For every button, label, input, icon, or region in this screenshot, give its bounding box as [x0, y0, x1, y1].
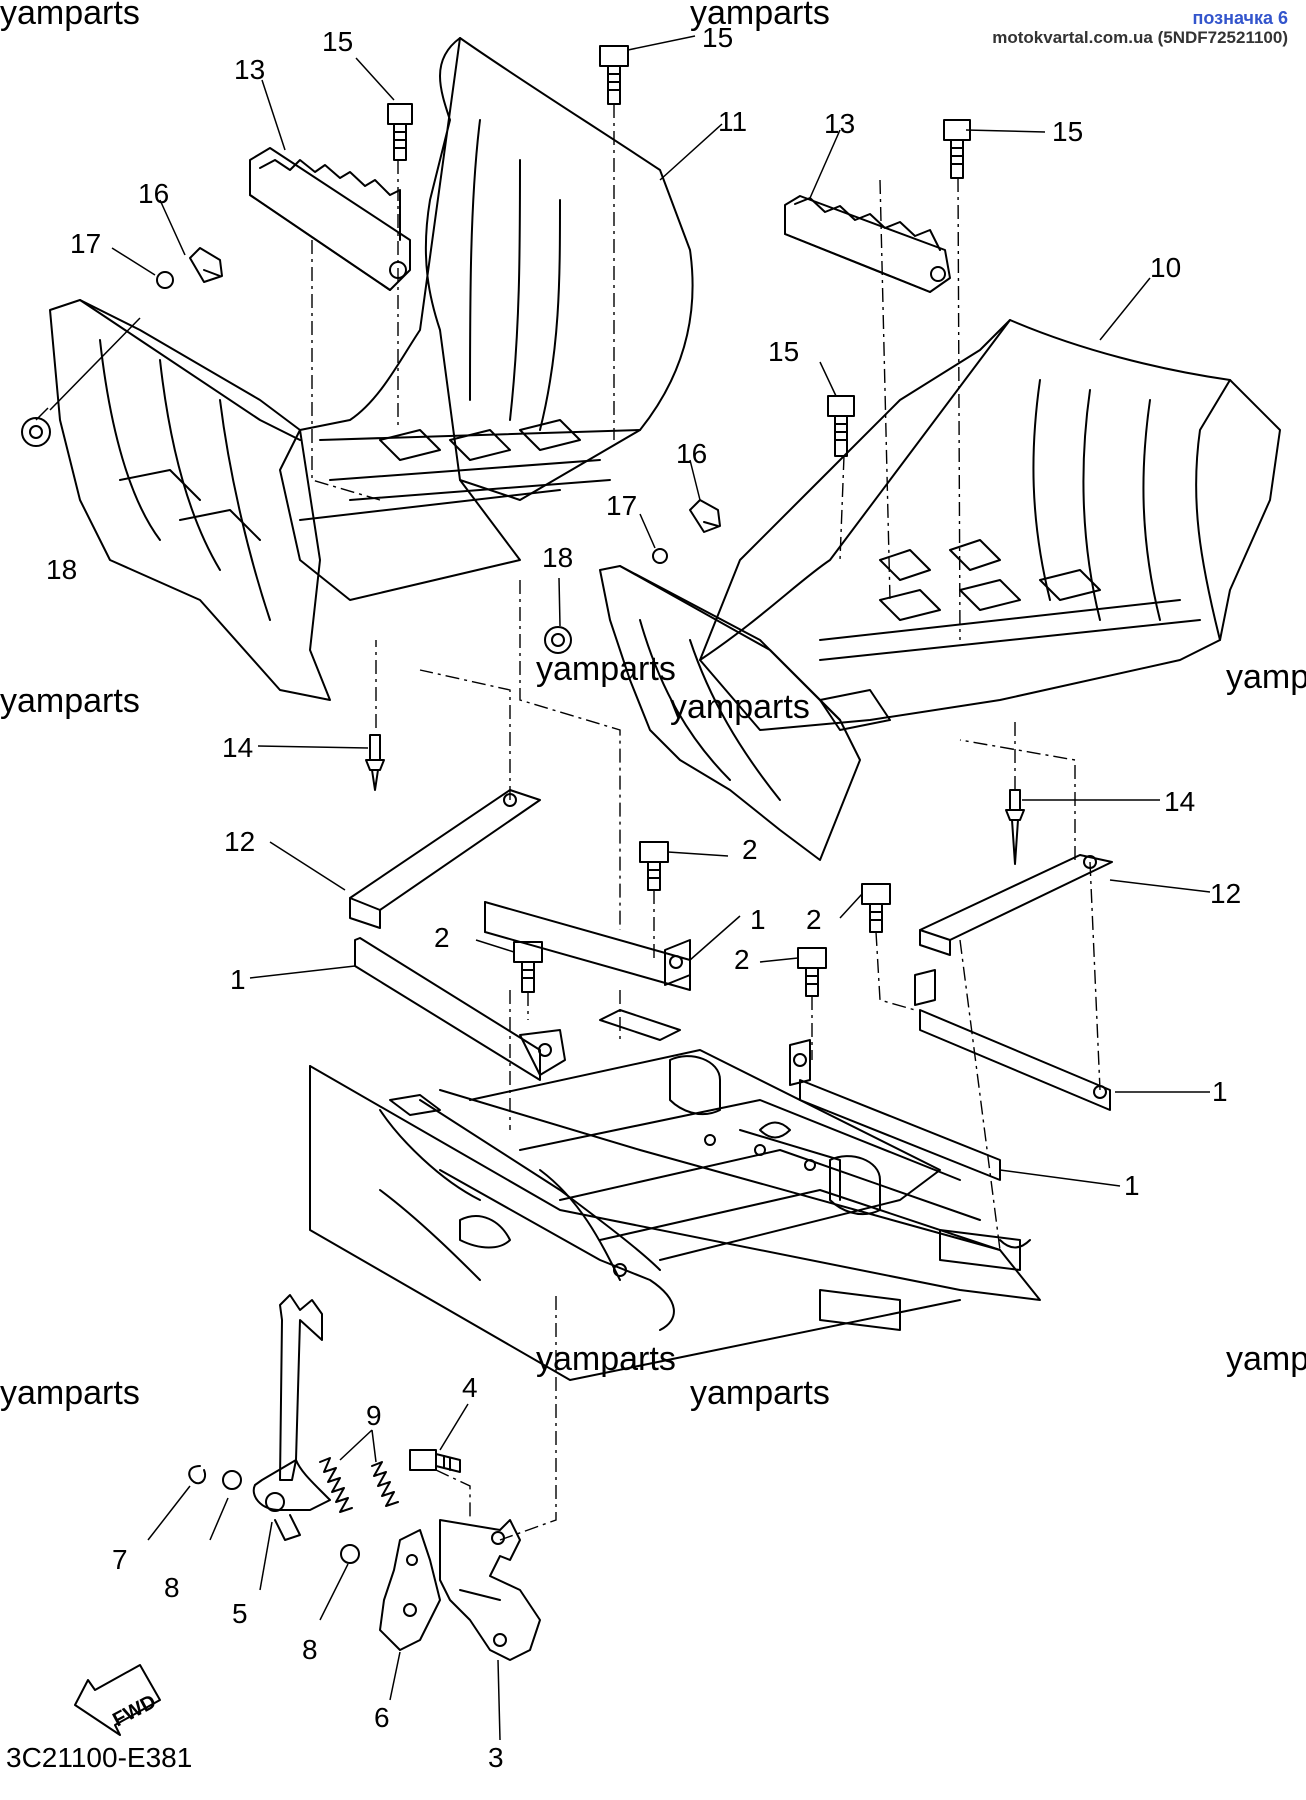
left-nut-18: [21, 417, 51, 447]
callout-10: 10: [1150, 252, 1182, 283]
callout-17: 17: [70, 228, 102, 259]
right-footpeg-13: [784, 195, 951, 293]
header-source: motokvartal.com.ua (5NDF72521100): [992, 28, 1288, 47]
brake-pedal-5: [252, 1294, 331, 1541]
left-footrest-11: [279, 37, 694, 601]
right-bolt-15a: [943, 119, 971, 179]
right-plate-12: [919, 854, 1113, 956]
callout-15: 15: [322, 26, 354, 57]
callout-2: 2: [742, 834, 758, 865]
left-footpeg-13: [249, 147, 411, 291]
callout-7: 7: [112, 1544, 128, 1575]
left-plate-12: [349, 789, 541, 929]
callout-8: 8: [302, 1634, 318, 1665]
bolt-2c: [797, 947, 827, 997]
bracket-1-left: [354, 937, 566, 1081]
callout-16: 16: [138, 178, 170, 209]
callout-18: 18: [46, 554, 78, 585]
left-rivet-14: [365, 734, 385, 791]
left-mudguard: [49, 299, 331, 701]
callout-1: 1: [1124, 1170, 1140, 1201]
left-screw-16: [189, 247, 223, 283]
callout-11: 11: [718, 106, 748, 137]
watermark: yamp: [1226, 658, 1306, 696]
callout-15: 15: [702, 22, 734, 53]
washer-8a: [222, 1470, 242, 1490]
left-bolt-15a: [387, 103, 413, 161]
header-label: позначка 6: [1192, 8, 1289, 28]
left-washer-17: [156, 271, 174, 289]
bolt-2a: [639, 841, 669, 891]
watermark: yamparts: [690, 0, 830, 32]
bolt-4: [409, 1449, 461, 1473]
callout-15: 15: [768, 336, 800, 367]
callout-4: 4: [462, 1372, 478, 1403]
callout-9: 9: [366, 1400, 382, 1431]
callout-12: 12: [224, 826, 256, 857]
callout-16: 16: [676, 438, 708, 469]
callout-15: 15: [1052, 116, 1084, 147]
callout-2: 2: [806, 904, 822, 935]
callout-14: 14: [222, 732, 254, 763]
watermark: yamparts: [536, 650, 676, 688]
right-screw-16: [689, 499, 721, 533]
right-rivet-14: [1005, 789, 1025, 865]
callout-12: 12: [1210, 878, 1242, 909]
callout-18: 18: [542, 542, 574, 573]
right-footrest-10: [699, 319, 1281, 731]
right-nut-18: [544, 626, 572, 654]
left-bolt-15b: [599, 45, 629, 105]
fwd-arrow-shape: [74, 1664, 161, 1736]
right-bolt-15b: [827, 395, 855, 457]
bracket-1-lower: [789, 1039, 1001, 1181]
spring-9b: [371, 1461, 399, 1507]
washer-8b: [340, 1544, 360, 1564]
watermark: yamparts: [536, 1340, 676, 1378]
watermark: yamparts: [670, 688, 810, 726]
callout-13: 13: [824, 108, 856, 139]
callout-3: 3: [488, 1742, 504, 1773]
callout-2: 2: [434, 922, 450, 953]
bracket-6: [379, 1529, 441, 1651]
diagram-code: 3C21100-E381: [6, 1742, 193, 1773]
watermark: yamparts: [0, 0, 140, 32]
spring-9a: [319, 1457, 353, 1513]
bracket-1-right: [914, 969, 1111, 1111]
watermark: yamparts: [690, 1374, 830, 1412]
callout-17: 17: [606, 490, 638, 521]
right-washer-17: [652, 548, 668, 564]
bolt-2b: [513, 941, 543, 993]
callout-13: 13: [234, 54, 266, 85]
bolt-2d: [861, 883, 891, 933]
watermark: yamp: [1226, 1340, 1306, 1378]
watermark: yamparts: [0, 682, 140, 720]
clip-7: [188, 1465, 206, 1485]
callout-6: 6: [374, 1702, 390, 1733]
callout-8: 8: [164, 1572, 180, 1603]
watermark: yamparts: [0, 1374, 140, 1412]
lever-3: [439, 1519, 541, 1661]
callout-1: 1: [230, 964, 246, 995]
callout-5: 5: [232, 1598, 248, 1629]
bracket-1-upper-mid: [484, 901, 691, 991]
callout-14: 14: [1164, 786, 1196, 817]
callout-2: 2: [734, 944, 750, 975]
callout-1: 1: [750, 904, 766, 935]
frame: [309, 1009, 1041, 1381]
right-mudguard: [599, 565, 891, 861]
callout-1: 1: [1212, 1076, 1228, 1107]
